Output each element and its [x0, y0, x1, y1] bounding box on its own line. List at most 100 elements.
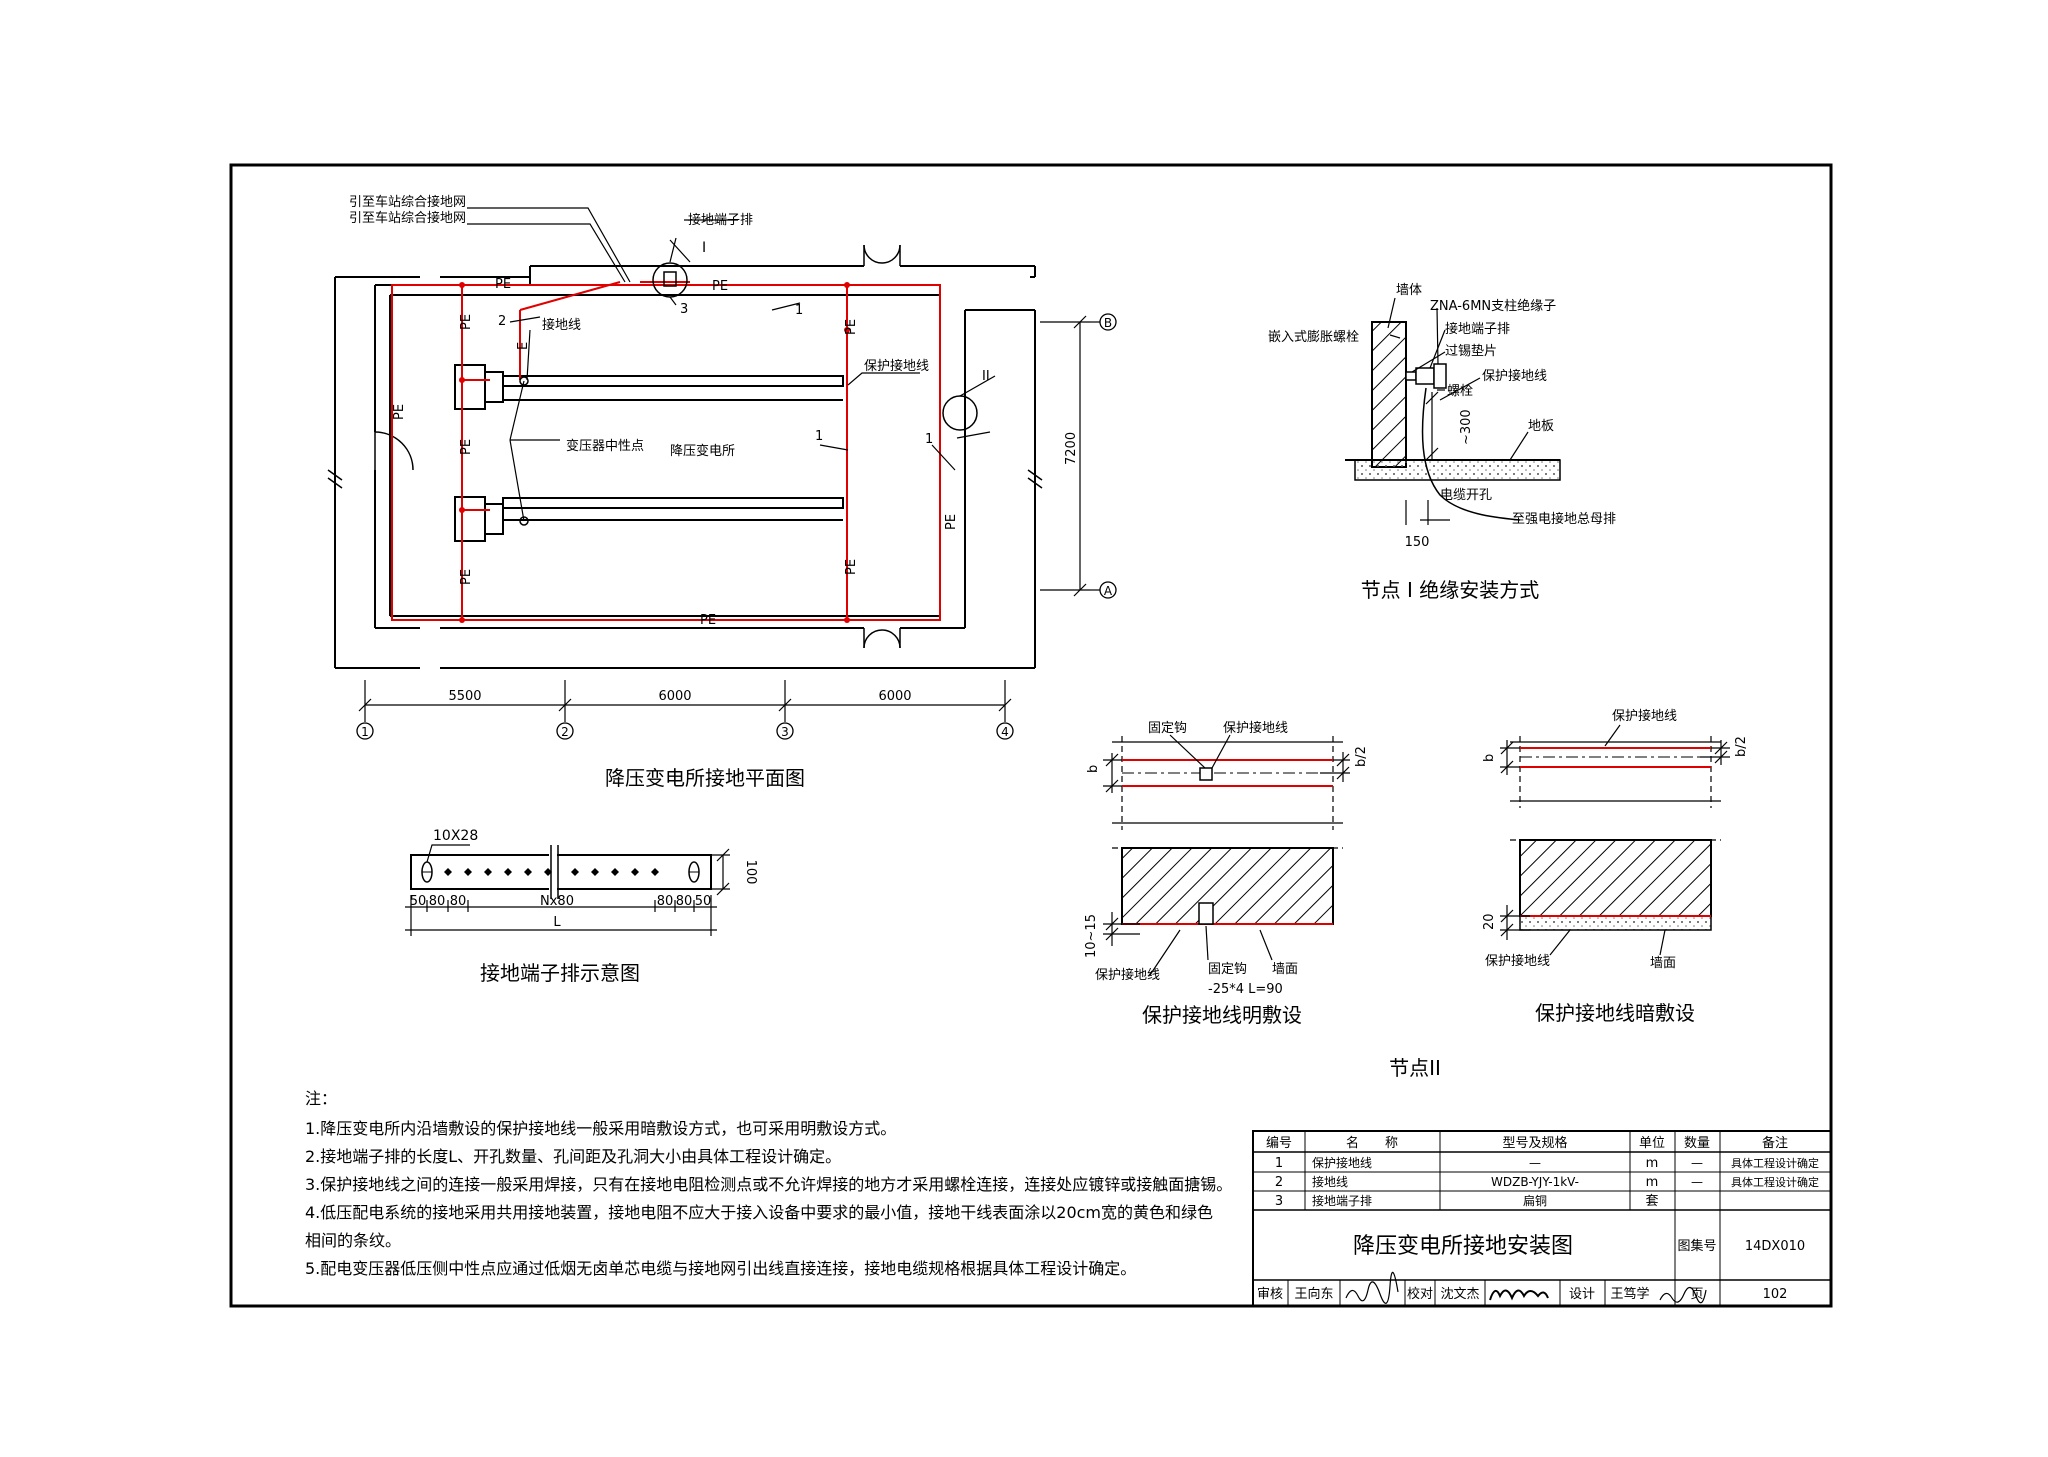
plan-callout-3: 3	[680, 302, 688, 317]
plan-dim-2: 6000	[658, 689, 691, 704]
concealed-dim-20: 20	[1482, 913, 1497, 930]
note-line-3: 3.保护接地线之间的连接一般采用焊接，只有在接地电阻检测点或不允许焊接的地方才采…	[305, 1175, 1233, 1194]
note-line-5: 5.配电变压器低压侧中性点应通过低烟无卤单芯电缆与接地网引出线直接连接，接地电缆…	[305, 1259, 1137, 1278]
axis-x-2: 2	[561, 725, 569, 739]
table-r2-no: 2	[1275, 1175, 1283, 1190]
concealed-wire-label: 保护接地线	[1485, 953, 1550, 969]
plan-ext-label-1: 引至车站综合接地网	[349, 194, 466, 210]
open-dim-10-15: 10~15	[1084, 914, 1099, 958]
node1-washer: 过锡垫片	[1445, 343, 1497, 359]
plan-dim-width: 7200	[1064, 432, 1079, 465]
plan-e-label: E	[516, 342, 531, 350]
checker-signature	[1489, 1289, 1549, 1301]
table-r3-unit: 套	[1645, 1193, 1658, 1209]
table-header-name: 名 称	[1346, 1135, 1398, 1151]
title-block-page-label: 页	[1690, 1287, 1703, 1302]
table-r3-no: 3	[1275, 1194, 1283, 1209]
reviewer-signature	[1345, 1271, 1399, 1304]
title-block-page-no: 102	[1763, 1287, 1788, 1302]
open-b2: b/2	[1354, 746, 1369, 767]
plan-neutral-label: 变压器中性点	[566, 438, 644, 454]
node1-floor: 地板	[1528, 419, 1554, 434]
terminal-height: 100	[743, 860, 758, 885]
terminal-dim-5: 80	[657, 894, 674, 909]
title-block-check-label: 校对	[1407, 1286, 1433, 1302]
concealed-wall-face: 墙面	[1650, 956, 1676, 971]
title-block-designer: 王笃学	[1610, 1286, 1649, 1302]
axis-x-3: 3	[781, 725, 789, 739]
open-wire-label: 保护接地线	[1095, 967, 1160, 983]
plan-title: 降压变电所接地平面图	[605, 766, 805, 790]
terminal-dim-4: Nx80	[540, 894, 574, 909]
plan-pe-top-left: PE	[495, 277, 511, 292]
open-install-detail: 固定钩 保护接地线 b b/2 10~15 固定钩 -25*4 L=90 墙面 …	[1084, 720, 1369, 1027]
ground-plan: 引至车站综合接地网 引至车站综合接地网 接地端子排 I 3 2 1 接地线 保护…	[327, 194, 1117, 790]
table-r1-unit: m	[1646, 1156, 1659, 1171]
table-r2-name: 接地线	[1312, 1174, 1348, 1189]
plan-terminal-label: 接地端子排	[688, 212, 753, 228]
table-header-no: 编号	[1266, 1136, 1292, 1151]
plan-dim-3: 6000	[878, 689, 911, 704]
table-header-unit: 单位	[1639, 1136, 1665, 1151]
open-title: 保护接地线明敷设	[1142, 1003, 1302, 1027]
node1-title: 节点 I 绝缘安装方式	[1361, 578, 1540, 602]
plan-callout-2: 2	[498, 314, 506, 329]
table-r2-remark: 具体工程设计确定	[1731, 1175, 1819, 1189]
plan-callout-1-mid: 1	[815, 429, 823, 444]
materials-table: 编号 名 称 型号及规格 单位 数量 备注 1 保护接地线 — m — 具体工程…	[1252, 1130, 1832, 1307]
plan-pe-top-right: PE	[712, 279, 728, 294]
node1-to-bus: 至强电接地总母排	[1512, 511, 1616, 527]
note-line-4: 4.低压配电系统的接地采用共用接地装置，接地电阻不应大于接入设备中要求的最小值，…	[305, 1203, 1214, 1222]
node1-bolt: 螺栓	[1447, 384, 1473, 399]
open-b: b	[1086, 765, 1101, 773]
node1-dim-150: 150	[1405, 535, 1430, 550]
plan-dim-1: 5500	[448, 689, 481, 704]
plan-pe-col2-top: PE	[459, 314, 474, 330]
plan-callout-1-right: 1	[925, 432, 933, 447]
plan-protective-wire: 保护接地线	[864, 358, 929, 374]
table-header-qty: 数量	[1684, 1136, 1710, 1151]
terminal-dim-2: 80	[429, 894, 446, 909]
plan-pe-right: PE	[944, 514, 959, 530]
concealed-title: 保护接地线暗敷设	[1535, 1001, 1695, 1025]
open-fix-spec: 固定钩	[1208, 962, 1247, 977]
concealed-protective-wire: 保护接地线	[1612, 708, 1677, 724]
terminal-title: 接地端子排示意图	[480, 961, 640, 985]
node1-anchor: 嵌入式膨胀螺栓	[1268, 330, 1359, 345]
plan-pe-col2-mid: PE	[459, 439, 474, 455]
terminal-dim-6: 80	[676, 894, 693, 909]
terminal-dim-3: 80	[450, 894, 467, 909]
table-header-spec: 型号及规格	[1502, 1135, 1567, 1151]
terminal-dim-7: 50	[695, 894, 712, 909]
table-r2-spec: WDZB-YJY-1kV-	[1491, 1175, 1579, 1189]
table-r2-qty: —	[1691, 1175, 1703, 1189]
note-line-4b: 相间的条纹。	[305, 1231, 402, 1250]
table-r2-unit: m	[1646, 1175, 1659, 1190]
open-protective-wire: 保护接地线	[1223, 720, 1288, 736]
open-wall-face: 墙面	[1272, 962, 1298, 977]
node1-insulator: ZNA-6MN支柱绝缘子	[1430, 298, 1556, 314]
table-r1-qty: —	[1691, 1156, 1703, 1170]
concealed-b2: b/2	[1734, 736, 1749, 757]
table-r1-spec: —	[1529, 1156, 1541, 1170]
table-r1-no: 1	[1275, 1156, 1283, 1171]
plan-pe-left: PE	[392, 404, 407, 420]
axis-x-1: 1	[361, 725, 369, 739]
plan-room-label: 降压变电所	[670, 443, 735, 459]
node1-cable-hole: 电缆开孔	[1440, 487, 1492, 503]
plan-node-I: I	[702, 240, 706, 256]
node-I-detail: 墙体 ZNA-6MN支柱绝缘子 嵌入式膨胀螺栓 接地端子排 过锡垫片 螺栓 保护…	[1268, 283, 1616, 602]
plan-grounding-wire: 接地线	[542, 317, 581, 333]
plan-pe-bottom: PE	[700, 613, 716, 628]
title-block-atlas-label: 图集号	[1677, 1238, 1716, 1254]
axis-x-4: 4	[1001, 725, 1009, 739]
table-r3-spec: 扁铜	[1523, 1193, 1547, 1208]
node2-title: 节点II	[1389, 1056, 1441, 1080]
terminal-length: L	[553, 915, 561, 930]
table-r3-name: 接地端子排	[1312, 1193, 1372, 1208]
table-r1-name: 保护接地线	[1312, 1155, 1372, 1170]
node1-dim-300: ~300	[1459, 409, 1474, 445]
title-block-atlas-no: 14DX010	[1745, 1239, 1805, 1254]
plan-callout-1-top: 1	[795, 303, 803, 318]
terminal-bar-detail: 10X28 100 50 80 80 Nx80 80 80 50 L 接地端子排…	[405, 828, 758, 985]
